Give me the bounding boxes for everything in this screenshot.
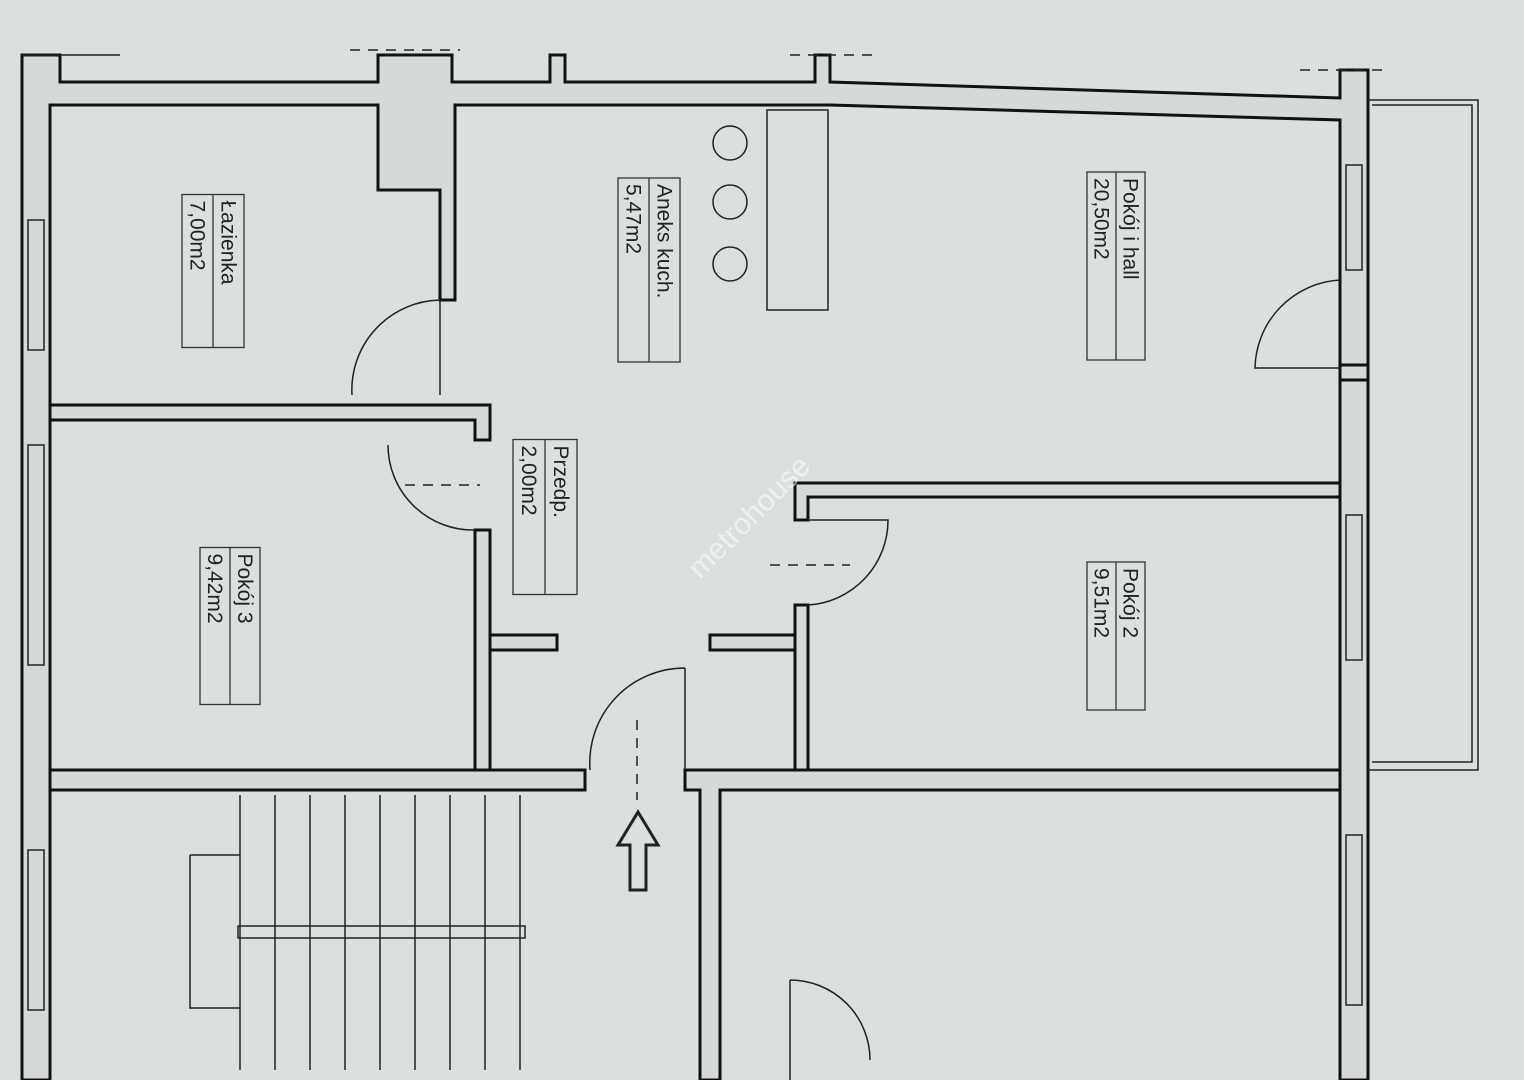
room-label: Łazienka 7,00m2 (181, 193, 245, 349)
doors (351, 279, 1341, 1080)
room-area: 7,00m2 (186, 201, 209, 271)
stove-burner-icon (712, 246, 748, 282)
stove-burner-icon (712, 184, 748, 220)
staircase (189, 795, 526, 1070)
room-area: 9,42m2 (203, 554, 226, 624)
balcony (1368, 99, 1479, 771)
room-label: Aneks kuch. 5,47m2 (617, 177, 681, 363)
room-name: Pokój 2 (1119, 568, 1142, 638)
room-area: 9,51m2 (1090, 568, 1113, 638)
windows (27, 164, 1363, 1011)
room-label: Przedp. 2,00m2 (512, 438, 578, 596)
room-area: 2,00m2 (517, 446, 540, 516)
kitchen-fixtures (712, 109, 829, 311)
room-name: Pokój 3 (233, 554, 256, 624)
interior-walls (48, 363, 1370, 1080)
room-label: Pokój i hall 20,50m2 (1086, 171, 1146, 361)
stove-burner-icon (712, 125, 748, 161)
room-name: Pokój i hall (1119, 178, 1142, 280)
exterior-walls (20, 49, 1390, 1080)
room-name: Aneks kuch. (653, 184, 676, 298)
room-area: 20,50m2 (1090, 178, 1113, 260)
room-area: 5,47m2 (622, 184, 645, 254)
room-name: Łazienka (217, 201, 240, 285)
room-label: Pokój 2 9,51m2 (1086, 561, 1146, 711)
room-label: Pokój 3 9,42m2 (199, 546, 261, 706)
entrance-arrow-icon (615, 809, 661, 892)
kitchen-counter (766, 109, 829, 311)
room-name: Przedp. (549, 446, 572, 518)
